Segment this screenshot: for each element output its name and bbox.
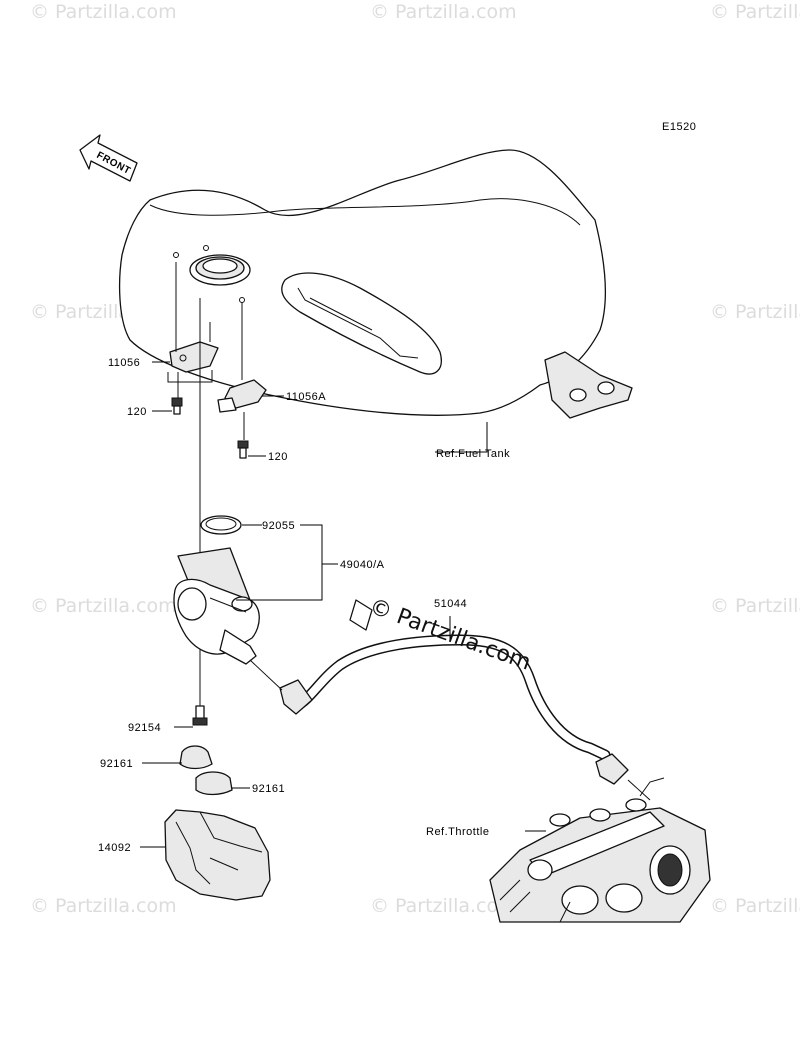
label-92161-left: 92161 <box>100 758 133 770</box>
bracket-11056a <box>217 302 267 413</box>
label-51044: 51044 <box>434 598 467 610</box>
label-49040a: 49040/A <box>340 559 385 571</box>
watermark: © Partzilla.com <box>710 1 800 23</box>
watermark: © Partzilla.com <box>710 301 800 323</box>
bolt-120-upper <box>171 372 183 415</box>
label-92055: 92055 <box>262 520 295 532</box>
fuel-tank <box>118 149 633 419</box>
bolt-120-lower <box>237 412 249 459</box>
watermark: © Partzilla.com <box>30 1 177 23</box>
watermark-layer: © Partzilla.com © Partzilla.com © Partzi… <box>30 1 800 917</box>
damper-92161-a <box>179 745 213 770</box>
o-ring-92055 <box>200 515 242 535</box>
label-11056: 11056 <box>108 357 140 369</box>
label-14092: 14092 <box>98 842 131 854</box>
diagram-code: E1520 <box>662 121 696 133</box>
front-arrow: FRONT <box>79 134 138 182</box>
watermark: © Partzilla.com <box>30 595 177 617</box>
label-92161-right: 92161 <box>252 783 285 795</box>
label-ref-fuel-tank: Ref.Fuel Tank <box>436 448 510 460</box>
fuel-hose-51044 <box>249 599 651 801</box>
label-ref-throttle: Ref.Throttle <box>426 826 489 838</box>
watermark: © Partzilla.com <box>370 1 517 23</box>
label-92154: 92154 <box>128 722 161 734</box>
fuel-pump-49040 <box>173 547 260 665</box>
watermark: © Partzilla.com <box>710 895 800 917</box>
leader-lines <box>140 361 546 848</box>
watermark: © Partzilla.com <box>710 595 800 617</box>
damper-92161-b <box>195 771 233 796</box>
label-120-upper: 120 <box>127 406 147 418</box>
watermark: © Partzilla.com <box>370 895 517 917</box>
bolt-92154 <box>192 705 208 726</box>
watermark: © Partzilla.com <box>30 895 177 917</box>
throttle-body <box>489 777 711 923</box>
label-120-lower: 120 <box>268 451 288 463</box>
label-11056a: 11056A <box>286 391 326 403</box>
cover-14092 <box>164 809 271 901</box>
